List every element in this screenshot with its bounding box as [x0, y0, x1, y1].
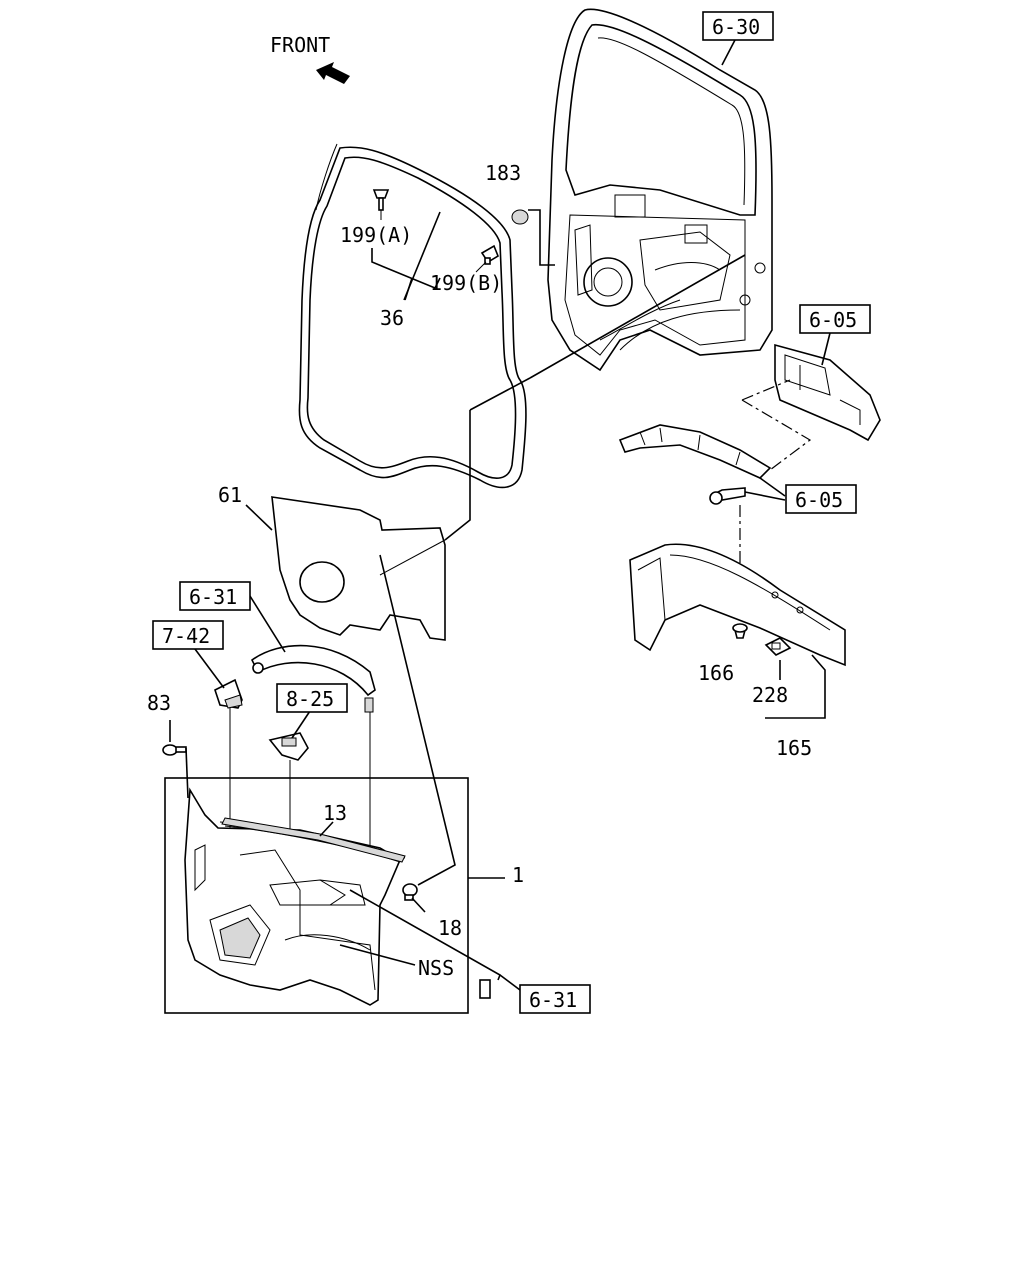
- leader-nss: [339, 944, 416, 966]
- callout-7-42[interactable]: 7-42: [152, 620, 224, 650]
- leader-bolt-2: [744, 491, 786, 501]
- part-183-label: 183: [485, 161, 521, 185]
- screw-83: [162, 744, 187, 756]
- power-window-switch: [268, 732, 309, 761]
- callout-8-25[interactable]: 8-25: [276, 683, 348, 713]
- part-1-label: 1: [512, 863, 524, 887]
- leader-7-42: [191, 644, 225, 689]
- door-inner-panel: [547, 8, 773, 372]
- leader-trim-upper-dash: [741, 379, 791, 401]
- nut-228: [764, 637, 792, 656]
- callout-6-30-label: 6-30: [712, 15, 760, 39]
- bracket-165: [765, 654, 826, 719]
- callout-6-31-lower[interactable]: 6-31: [519, 984, 591, 1014]
- front-indicator: FRONT: [270, 33, 350, 84]
- part-199b-label: 199(B): [430, 271, 502, 295]
- link-sheet-door: [444, 410, 471, 541]
- leader-6-05-upper: [821, 332, 831, 366]
- bolt-6-05: [709, 487, 746, 505]
- front-label: FRONT: [270, 33, 330, 57]
- handle-screw: [364, 697, 374, 713]
- part-36-label: 36: [380, 306, 404, 330]
- door-weatherstrip: [298, 143, 527, 489]
- leader-6-31-lower-box: [499, 974, 521, 991]
- part-228-label: 228: [752, 683, 788, 707]
- waterproof-sheet: [271, 496, 446, 641]
- clip-199a: [372, 189, 390, 211]
- path-83: [185, 747, 189, 799]
- front-arrow-icon: [316, 62, 350, 84]
- part-166-label: 166: [698, 661, 734, 685]
- part-199a-label: 199(A): [340, 223, 412, 247]
- leader-8-25: [291, 707, 313, 739]
- door-trim-assembly-box: [164, 777, 469, 1014]
- callout-6-31-lower-label: 6-31: [529, 988, 577, 1012]
- leader-13: [319, 821, 334, 837]
- callout-7-42-label: 7-42: [162, 624, 210, 648]
- switch-cover: [214, 678, 243, 709]
- clip-166: [732, 623, 748, 639]
- door-trim-panel: [184, 787, 406, 1006]
- pull-handle-upper: [250, 644, 376, 697]
- clip-18: [402, 883, 418, 901]
- cap-183: [511, 209, 529, 225]
- leader-36-line: [403, 211, 441, 301]
- link-sheet-strip: [469, 377, 531, 411]
- leader-61: [245, 504, 273, 531]
- callout-6-31-upper[interactable]: 6-31: [179, 581, 251, 611]
- leader-bolt: [759, 477, 786, 497]
- leader-18: [411, 897, 426, 913]
- link-18-sheet: [379, 554, 456, 886]
- lower-door-trim-165: [629, 543, 846, 667]
- part-83-label: 83: [147, 691, 171, 715]
- trim-top-strip-13: [221, 817, 406, 863]
- part-61-label: 61: [218, 483, 242, 507]
- part-nss-label: NSS: [418, 956, 454, 980]
- door-trim-strip: [618, 424, 772, 479]
- leader-6-31-upper: [249, 595, 286, 653]
- leader-199b: [475, 261, 487, 273]
- leader-183: [528, 209, 555, 266]
- callout-6-05-upper-label: 6-05: [809, 308, 857, 332]
- callout-6-31-upper-label: 6-31: [189, 585, 237, 609]
- link-strip-door: [529, 254, 746, 379]
- callout-6-05-upper[interactable]: 6-05: [799, 304, 871, 334]
- leader-6-30: [721, 39, 736, 66]
- callout-8-25-label: 8-25: [286, 687, 334, 711]
- bracket-199: [371, 248, 441, 290]
- grip-lower-part: [479, 979, 491, 999]
- callout-6-05-lower-label: 6-05: [795, 488, 843, 512]
- clip-199b: [480, 244, 499, 265]
- part-165-label: 165: [776, 736, 812, 760]
- part-13-label: 13: [323, 801, 347, 825]
- leader-trim-dash: [741, 399, 812, 471]
- door-trim-rear: [774, 343, 881, 442]
- callout-6-30[interactable]: 6-30: [702, 11, 774, 41]
- part-18-label: 18: [438, 916, 462, 940]
- callout-6-05-lower[interactable]: 6-05: [785, 484, 857, 514]
